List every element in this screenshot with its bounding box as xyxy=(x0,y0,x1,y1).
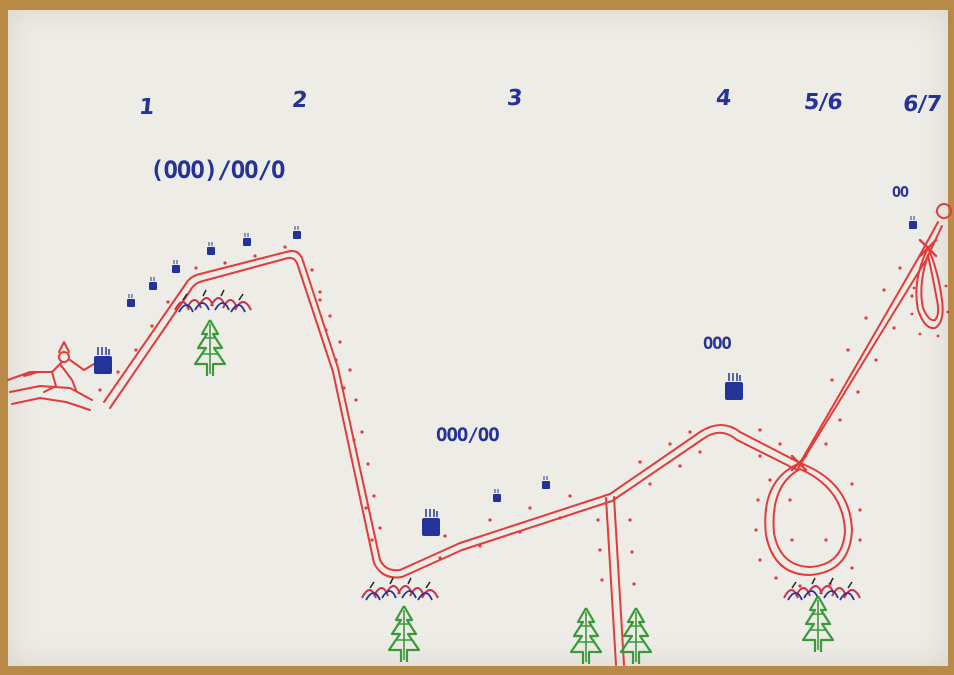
tree-icon-branch-a xyxy=(569,606,603,666)
crowd-icon-5 xyxy=(783,577,861,601)
tree-icon-1 xyxy=(193,318,227,378)
crowd-icon-3 xyxy=(361,577,439,601)
tree-icon-branch-b xyxy=(619,606,653,666)
clock-group-1: (OOO)/OO/O xyxy=(150,156,285,184)
hut-icon-3 xyxy=(421,508,441,537)
tree-icon-5 xyxy=(801,594,835,654)
spectator-dots xyxy=(98,245,950,588)
crowd-icon-1 xyxy=(174,289,252,313)
clock-group-6: OO xyxy=(892,183,909,201)
paper-sheet xyxy=(8,10,948,666)
track xyxy=(103,203,952,666)
tree-icon-3 xyxy=(387,604,421,664)
skier-icon xyxy=(7,341,95,411)
clock-group-3: OOO/OO xyxy=(436,424,500,446)
clock-group-4: OOO xyxy=(703,334,732,354)
hut-icon-1 xyxy=(93,346,113,375)
small-hut-icons xyxy=(126,215,918,503)
hut-icon-4 xyxy=(724,372,744,401)
